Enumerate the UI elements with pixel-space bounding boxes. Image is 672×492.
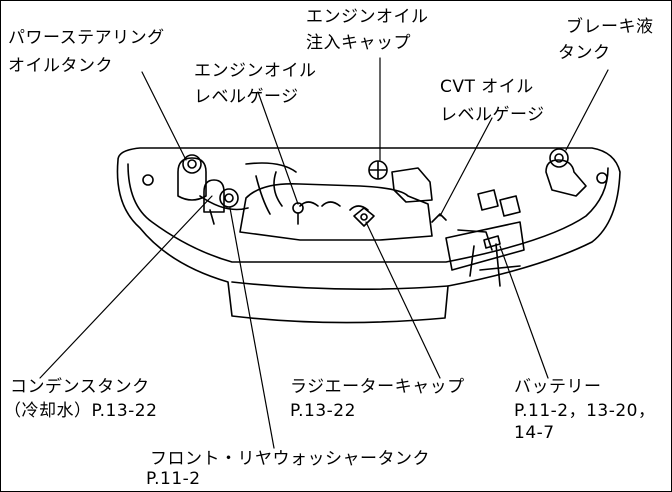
label-brake-reservoir: ブレーキ液 タンク: [558, 16, 654, 64]
washer-cap: [219, 188, 239, 208]
brake-cap: [549, 148, 569, 168]
engine-ribs: [299, 201, 369, 211]
radiator-cap: [353, 207, 375, 227]
intake-duct: [245, 162, 297, 173]
leader-cvt-dipstick: [439, 117, 493, 217]
leader-washer-reservoir: [229, 207, 275, 449]
label-oil-dipstick: エンジンオイル レベルゲージ: [194, 60, 317, 108]
label-line: ラジエーターキャップ: [290, 377, 465, 397]
label-line: タンク: [558, 43, 611, 63]
label-oil-filler-cap: エンジンオイル 注入キャップ: [306, 6, 429, 54]
battery-terminals: [477, 189, 521, 217]
label-cvt-dipstick: CVT オイル レベルゲージ: [440, 76, 545, 126]
label-line: P.11-2: [146, 469, 201, 489]
label-power-steering-reservoir: パワーステアリング オイルタンク: [8, 27, 165, 77]
engine-cover: [391, 167, 433, 203]
label-radiator-cap: ラジエーターキャップ P.13-22: [290, 376, 465, 422]
coolant-hose: [209, 209, 215, 225]
label-line: バッテリー: [514, 377, 602, 397]
label-line: P.13-22: [290, 401, 356, 421]
front-bumper-edge: [231, 281, 449, 290]
leader-power-steering: [141, 71, 187, 161]
label-line: 注入キャップ: [306, 33, 411, 53]
mount-hole-right: [596, 172, 608, 184]
label-line: コンデンスタンク: [10, 377, 150, 397]
label-line: エンジンオイル: [194, 61, 317, 81]
leader-radiator-cap: [365, 221, 441, 379]
ps-reservoir: [177, 157, 207, 201]
ps-cap: [182, 154, 202, 174]
cvt-dipstick: [431, 213, 447, 223]
leader-coolant-reservoir: [39, 195, 213, 379]
label-line: レベルゲージ: [194, 87, 299, 107]
engine-block: [239, 182, 433, 241]
label-line: エンジンオイル: [306, 7, 429, 27]
label-line: P.11-2，13-20，: [514, 401, 656, 421]
mount-hole-left: [142, 174, 154, 186]
label-line: （冷却水）P.13-22: [4, 401, 158, 421]
engine-bay-inner-rim: [127, 163, 609, 263]
label-line: パワーステアリング: [8, 28, 165, 48]
battery-clamp: [483, 235, 501, 249]
engine-bay-outline: [116, 147, 621, 324]
brake-reservoir: [545, 159, 587, 197]
label-line: レベルゲージ: [440, 105, 545, 125]
battery-bracket: [457, 229, 521, 287]
label-line: オイルタンク: [8, 56, 113, 76]
hoses: [199, 171, 283, 215]
label-line: 14-7: [514, 423, 555, 443]
label-coolant-reservoir: コンデンスタンク （冷却水）P.13-22: [4, 376, 157, 422]
oil-filler-cap: [368, 160, 388, 180]
coolant-tank: [203, 179, 225, 213]
leader-oil-dipstick: [257, 91, 299, 205]
battery-box: [445, 221, 525, 271]
leader-battery: [499, 245, 549, 379]
label-washer-reservoir: フロント・リヤウォッシャータンク P.11-2: [146, 448, 430, 490]
leader-brake-reservoir: [565, 69, 609, 151]
label-line: CVT オイル: [440, 77, 534, 97]
label-battery: バッテリー P.11-2，13-20， 14-7: [514, 376, 656, 444]
label-line: フロント・リヤウォッシャータンク: [150, 449, 430, 469]
label-line: ブレーキ液: [566, 17, 654, 37]
